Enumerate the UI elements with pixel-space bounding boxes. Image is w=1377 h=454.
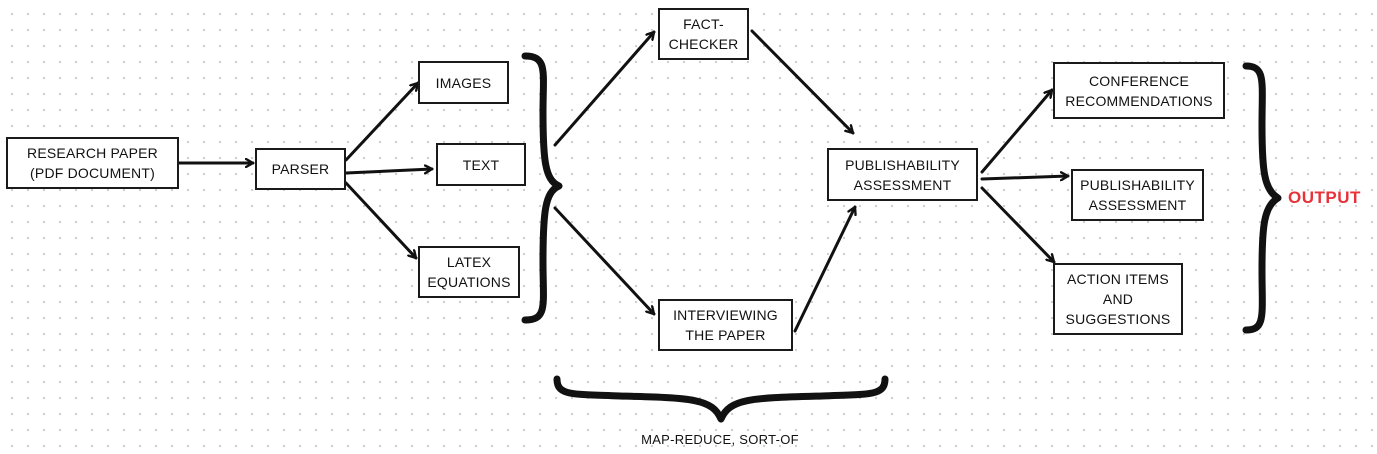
arrow-to-fact-checker xyxy=(553,30,656,147)
arrow-to-action-items xyxy=(980,186,1056,264)
fact-checker-box: FACT- CHECKER xyxy=(658,8,749,60)
text-box: TEXT xyxy=(436,143,526,186)
publishability-output-box: PUBLISHABILITY ASSESSMENT xyxy=(1071,169,1204,221)
arrow-interviewing-to-assessment xyxy=(793,205,855,333)
brace-after-parsed-content xyxy=(521,52,563,324)
output-label: OUTPUT xyxy=(1288,188,1361,207)
arrow-to-conference xyxy=(980,88,1054,174)
arrow-parser-to-latex xyxy=(344,181,418,260)
brace-map-reduce xyxy=(553,375,889,423)
arrow-to-publishability-output xyxy=(980,176,1070,179)
arrow-parser-to-text xyxy=(344,169,434,175)
arrow-parser-to-images xyxy=(344,81,420,162)
map-reduce-label: MAP-REDUCE, SORT-OF xyxy=(641,432,799,447)
brace-output xyxy=(1242,62,1282,334)
publishability-assessment-box: PUBLISHABILITY ASSESSMENT xyxy=(827,148,978,201)
action-items-box: ACTION ITEMS AND SUGGESTIONS xyxy=(1053,263,1183,335)
latex-equations-box: LATEX EQUATIONS xyxy=(418,246,520,298)
parser-box: PARSER xyxy=(255,148,346,190)
research-paper-box: RESEARCH PAPER (PDF DOCUMENT) xyxy=(6,137,179,189)
conference-recommendations-box: CONFERENCE RECOMMENDATIONS xyxy=(1053,62,1225,119)
images-box: IMAGES xyxy=(418,61,509,104)
arrow-fact-checker-to-assessment xyxy=(750,29,855,135)
arrow-to-interviewing xyxy=(553,206,656,316)
interviewing-the-paper-box: INTERVIEWING THE PAPER xyxy=(658,299,793,351)
